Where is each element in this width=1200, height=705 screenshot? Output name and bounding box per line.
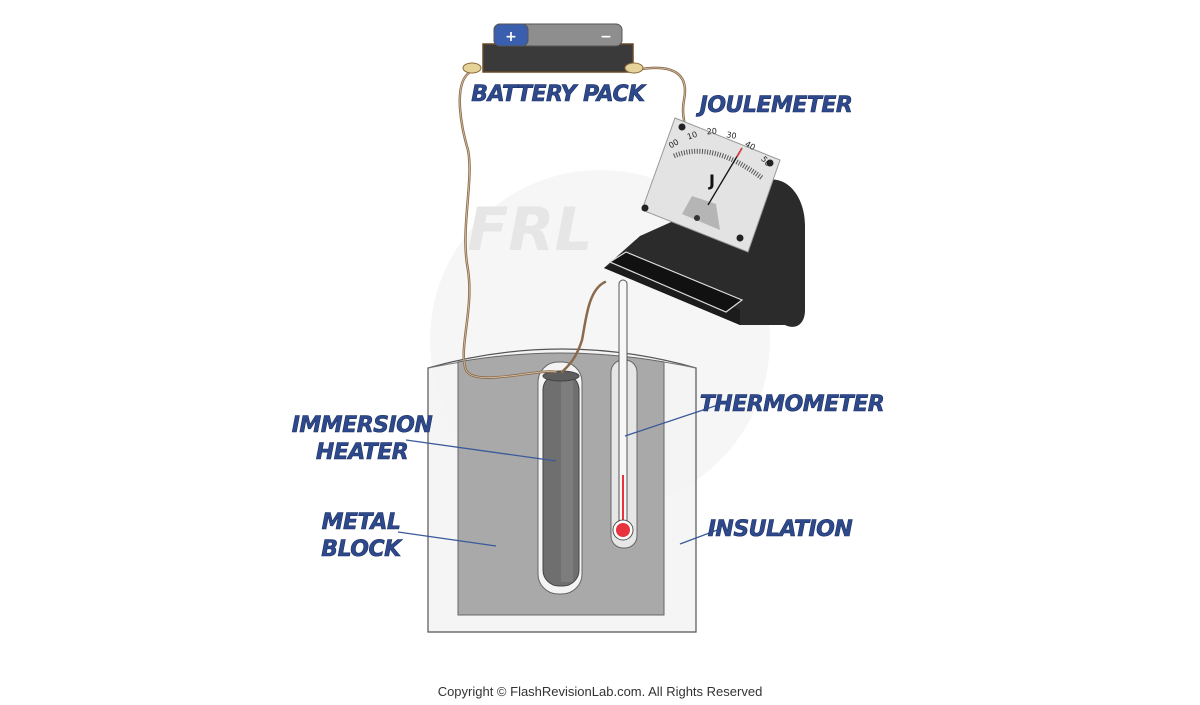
meter-needle-tip bbox=[736, 147, 743, 158]
label-insulation: INSULATION bbox=[708, 517, 853, 542]
screw bbox=[678, 123, 686, 131]
label-battery-pack: BATTERY PACK bbox=[471, 82, 647, 107]
screw bbox=[641, 204, 649, 212]
copyright-notice: Copyright © FlashRevisionLab.com. All Ri… bbox=[437, 684, 763, 699]
meter-scale-label: 40 bbox=[744, 139, 757, 152]
thermometer bbox=[612, 279, 634, 541]
battery-plus-sign: + bbox=[505, 29, 517, 45]
meter-unit: J bbox=[708, 171, 715, 190]
battery-pack: + − bbox=[462, 23, 644, 74]
screw bbox=[736, 234, 744, 242]
meter-scale-label: 30 bbox=[726, 130, 738, 141]
leader-line-heater bbox=[405, 439, 557, 462]
leader-line-block bbox=[397, 531, 497, 547]
leader-lines bbox=[397, 404, 721, 547]
label-immersion-heater-line2: HEATER bbox=[316, 440, 408, 465]
meter-scale-label: 00 bbox=[667, 137, 680, 150]
label-metal-block-line1: METAL bbox=[322, 510, 401, 535]
meter-scale-label: 20 bbox=[706, 127, 717, 137]
label-immersion-heater-line1: IMMERSION bbox=[292, 413, 433, 438]
leader-line-insulation bbox=[679, 528, 721, 545]
label-joulemeter: JOULEMETER bbox=[696, 93, 853, 118]
label-metal-block-line2: BLOCK bbox=[321, 537, 403, 562]
screw bbox=[766, 159, 774, 167]
meter-scale-label: 10 bbox=[686, 130, 698, 142]
meter-needle bbox=[707, 147, 743, 206]
leader-line-thermometer bbox=[624, 404, 719, 437]
watermark-text: FRL bbox=[467, 195, 592, 265]
battery-minus-sign: − bbox=[600, 29, 612, 45]
label-thermometer: THERMOMETER bbox=[700, 392, 884, 417]
immersion-heater bbox=[542, 370, 580, 587]
